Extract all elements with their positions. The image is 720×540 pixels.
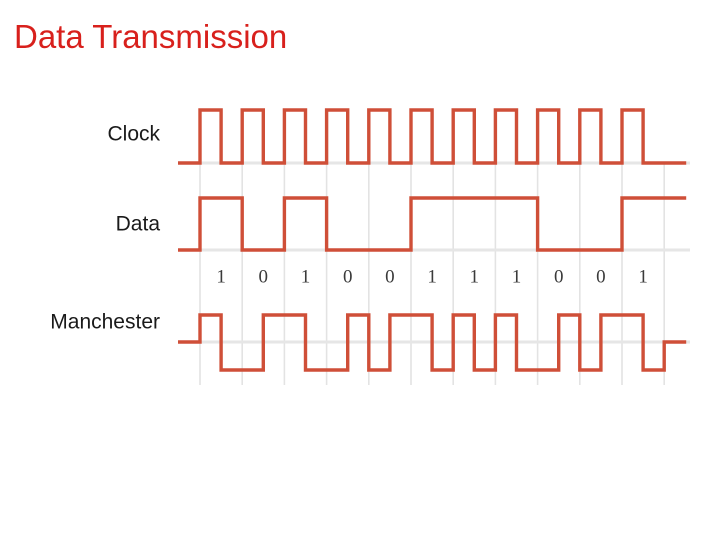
bit-value: 0: [343, 266, 353, 287]
bit-value: 1: [427, 266, 437, 287]
bit-value: 0: [259, 266, 269, 287]
bit-value: 1: [638, 266, 648, 287]
clock-waveform: [178, 108, 687, 165]
page-title: Data Transmission: [14, 18, 288, 55]
bit-values-row: 1 0 1 0 0 1 1 1 0 0 1: [216, 266, 647, 287]
waveform-figure: Clock Data Manchester 1 0 1 0 0 1 1 1 0 0 1: [0, 85, 720, 405]
row-label-clock: Clock: [107, 123, 160, 146]
bit-value: 1: [216, 266, 226, 287]
bit-value: 0: [596, 266, 606, 287]
bit-value: 0: [385, 266, 395, 287]
bit-value: 0: [554, 266, 564, 287]
manchester-waveform: [178, 313, 687, 372]
bit-value: 1: [512, 266, 522, 287]
bit-value: 1: [301, 266, 311, 287]
row-label-data: Data: [116, 213, 161, 236]
row-label-manchester: Manchester: [50, 311, 160, 334]
bit-value: 1: [470, 266, 480, 287]
data-waveform: [178, 196, 687, 252]
waveform-svg: Clock Data Manchester 1 0 1 0 0 1 1 1 0 0 1: [50, 108, 690, 385]
